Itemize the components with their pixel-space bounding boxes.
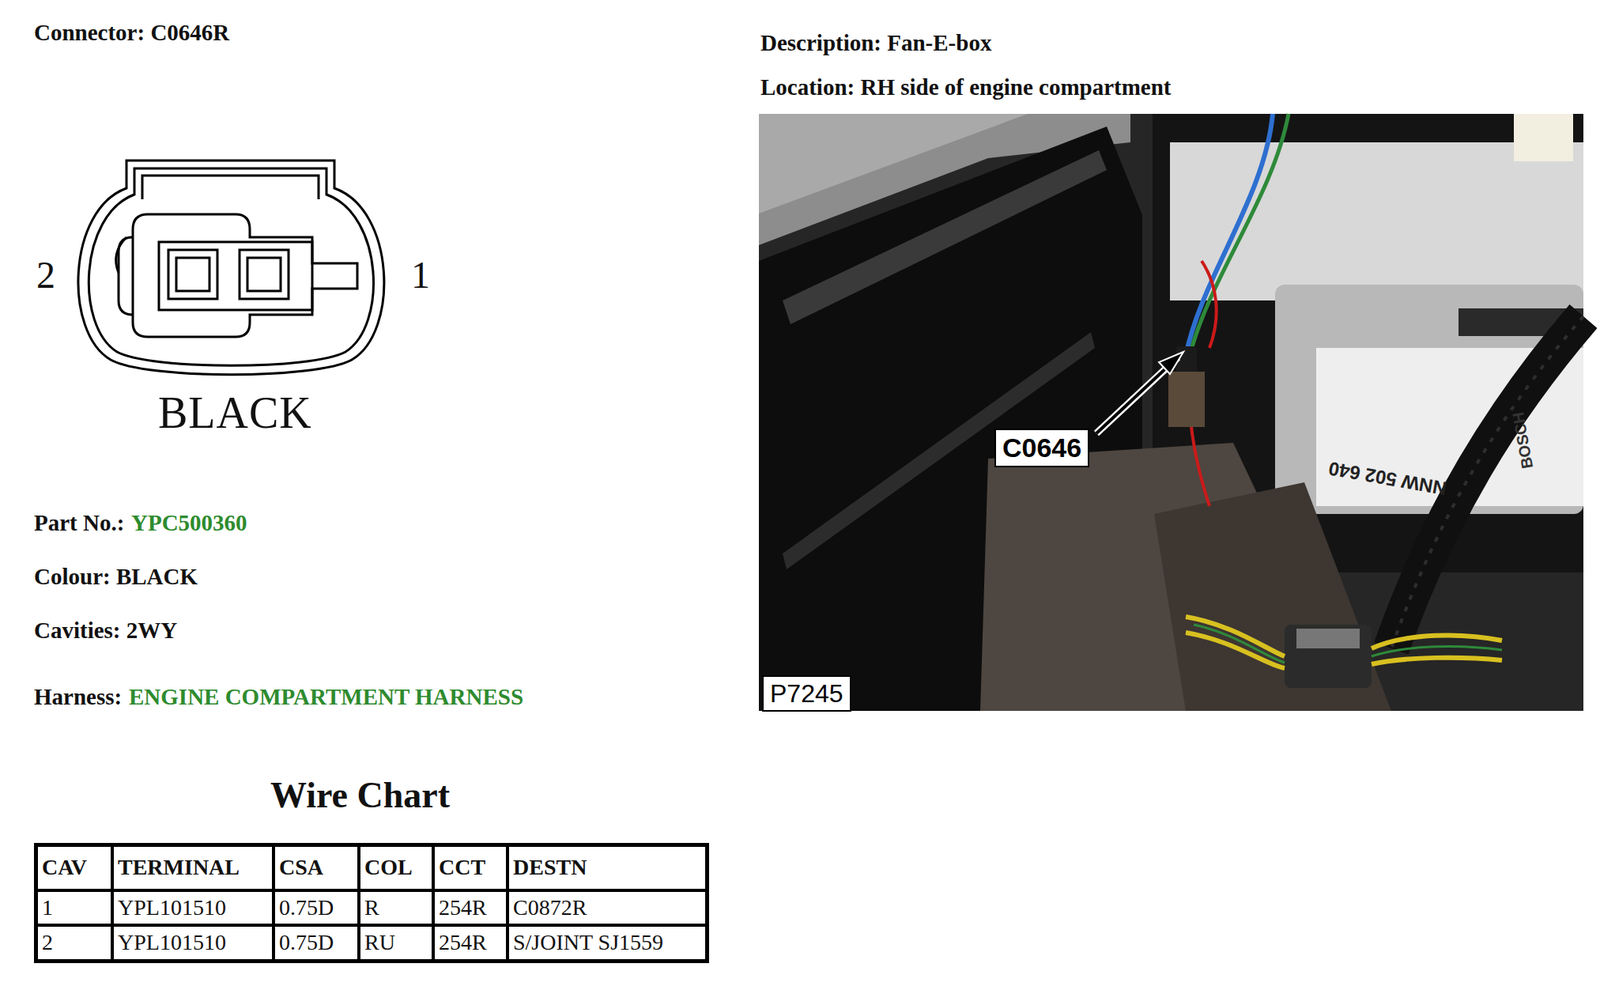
table-body: CAVTERMINALCSACOLCCTDESTN1YPL1015100.75D… [36,845,708,962]
cell-text: 254R [438,929,487,955]
connector-title: Connector: C0646R [33,18,230,47]
field-text: Colour: BLACK [33,562,198,591]
table-row: CAV TERMINAL CSA COL CCT DESTN [36,845,708,891]
harness-name: ENGINE COMPARTMENT HARNESS [128,683,524,711]
column-header: DESTN [513,854,587,880]
pin-number: 1 [411,252,431,299]
table-cell: 254R [433,890,508,925]
cell-text: 0.75D [279,894,334,920]
connector-colour: BLACK [158,386,313,440]
header-cell: CSA [273,845,359,891]
table-cell: RU [358,924,434,962]
table-cell: 2 [36,924,114,962]
cell-text: 2 [41,929,53,955]
header-cell: CCT [433,845,508,891]
table-row: 1 YPL101510 0.75D R 254R C0872R [36,890,708,925]
cell-text: 254R [438,894,487,920]
table-cell: S/JOINT SJ1559 [507,924,708,962]
column-header: TERMINAL [117,854,240,880]
cell-text: 1 [41,894,53,920]
table-row: 2 YPL101510 0.75D RU 254R S/JOINT SJ1559 [36,924,708,962]
header-cell: COL [358,845,434,891]
location: Location: RH side of engine compartment [760,73,1172,102]
column-header: COL [364,854,413,880]
header-cell: DESTN [507,845,708,891]
connector-face [78,160,385,375]
pin-number: 2 [36,252,56,299]
table-cell: 0.75D [273,924,359,962]
header-cell: TERMINAL [112,845,274,891]
cell-text: YPL101510 [117,894,227,920]
table-cell: YPL101510 [112,924,274,962]
callout-box: C0646 [994,428,1090,468]
table-cell: YPL101510 [112,890,274,925]
description: Description: Fan-E-box [760,29,992,57]
table-title: Wire Chart [270,773,450,817]
table-cell: 1 [36,890,114,925]
cell-text: S/JOINT SJ1559 [513,929,664,955]
column-header: CSA [279,854,324,880]
header-cell: CAV [36,845,114,891]
table-cell: R [358,890,434,925]
table-cell: 0.75D [273,890,359,925]
column-header: CAV [41,854,87,880]
cell-text: 0.75D [279,929,334,955]
node-text: P7245 [769,679,844,708]
part-number: YPC500360 [131,509,248,537]
table-cell: 254R [433,924,508,962]
wire-chart: CAVTERMINALCSACOLCCTDESTN1YPL1015100.75D… [33,842,710,963]
field-name: Harness: [33,683,122,711]
cell-text: C0872R [513,894,587,920]
cell-text: YPL101510 [117,929,227,955]
photo [758,113,1584,711]
table-cell: C0872R [507,890,708,925]
node-text: C0646 [1002,432,1082,463]
cell-text: RU [364,929,396,955]
field-name: Part No.: [33,509,125,537]
cell-text: R [364,894,380,920]
photo-reference: P7245 [762,675,852,712]
field-text: Cavities: 2WY [33,616,178,645]
column-header: CCT [438,854,486,880]
